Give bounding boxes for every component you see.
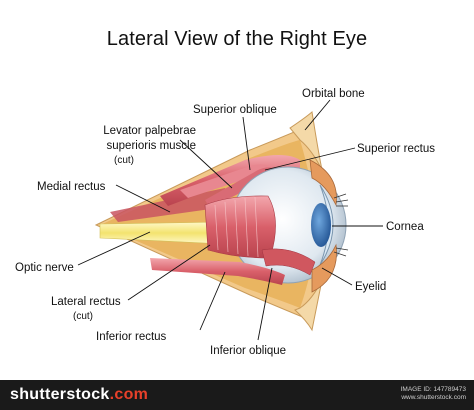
leader-superior-rectus <box>264 147 356 171</box>
iris <box>311 203 331 247</box>
leader-lateral-rectus <box>127 244 211 301</box>
label-levator-note: (cut) <box>114 155 134 166</box>
label-levator-line1: Levator palpebrae <box>103 125 196 137</box>
eyelashes <box>333 193 349 257</box>
label-lateral-note: (cut) <box>73 311 93 322</box>
leader-optic-nerve <box>77 231 151 266</box>
label-superior-rectus: Superior rectus <box>357 143 435 155</box>
levator-shape <box>180 164 272 198</box>
footer-bar: shutterstock.com IMAGE ID: 147789473 www… <box>0 380 474 410</box>
orbital-bone-lower <box>294 279 323 332</box>
leader-inferior-rectus <box>199 271 226 331</box>
brand-logo[interactable]: shutterstock.com <box>10 386 148 404</box>
leader-levator <box>179 139 233 189</box>
label-levator-line2: superioris muscle <box>106 140 196 152</box>
upper-eyelid <box>309 159 337 207</box>
label-inferior-oblique: Inferior oblique <box>210 345 287 357</box>
medial-rectus-shape <box>110 188 232 222</box>
leader-inferior-oblique <box>257 267 273 341</box>
label-superior-oblique: Superior oblique <box>193 104 277 116</box>
image-id: IMAGE ID: 147789473 <box>400 386 466 393</box>
label-medial-rectus: Medial rectus <box>37 181 106 193</box>
site-url[interactable]: www.shutterstock.com <box>401 394 466 401</box>
lateral-rectus-shape <box>204 195 276 259</box>
lower-eyelid <box>311 243 337 293</box>
label-cornea: Cornea <box>386 221 424 233</box>
footer-meta: IMAGE ID: 147789473 www.shutterstock.com <box>401 386 466 402</box>
leader-medial-rectus <box>115 184 171 213</box>
brand-suffix: .com <box>109 386 149 403</box>
label-orbital-bone: Orbital bone <box>302 88 365 100</box>
leader-superior-oblique <box>242 116 251 171</box>
inferior-rectus-shape <box>150 258 285 285</box>
label-inferior-rectus: Inferior rectus <box>96 331 167 343</box>
label-lateral-rectus: Lateral rectus <box>51 296 121 308</box>
label-optic-nerve: Optic nerve <box>15 262 74 274</box>
label-eyelid: Eyelid <box>355 281 387 293</box>
leader-lines <box>77 99 383 341</box>
leader-orbital-bone <box>304 99 331 131</box>
leader-eyelid <box>321 267 353 286</box>
inferior-oblique-shape <box>261 248 316 276</box>
brand-name: shutterstock <box>10 386 110 403</box>
muscle-striations <box>214 196 259 258</box>
diagram-title: Lateral View of the Right Eye <box>106 28 368 50</box>
orbital-bone-upper <box>289 111 323 171</box>
